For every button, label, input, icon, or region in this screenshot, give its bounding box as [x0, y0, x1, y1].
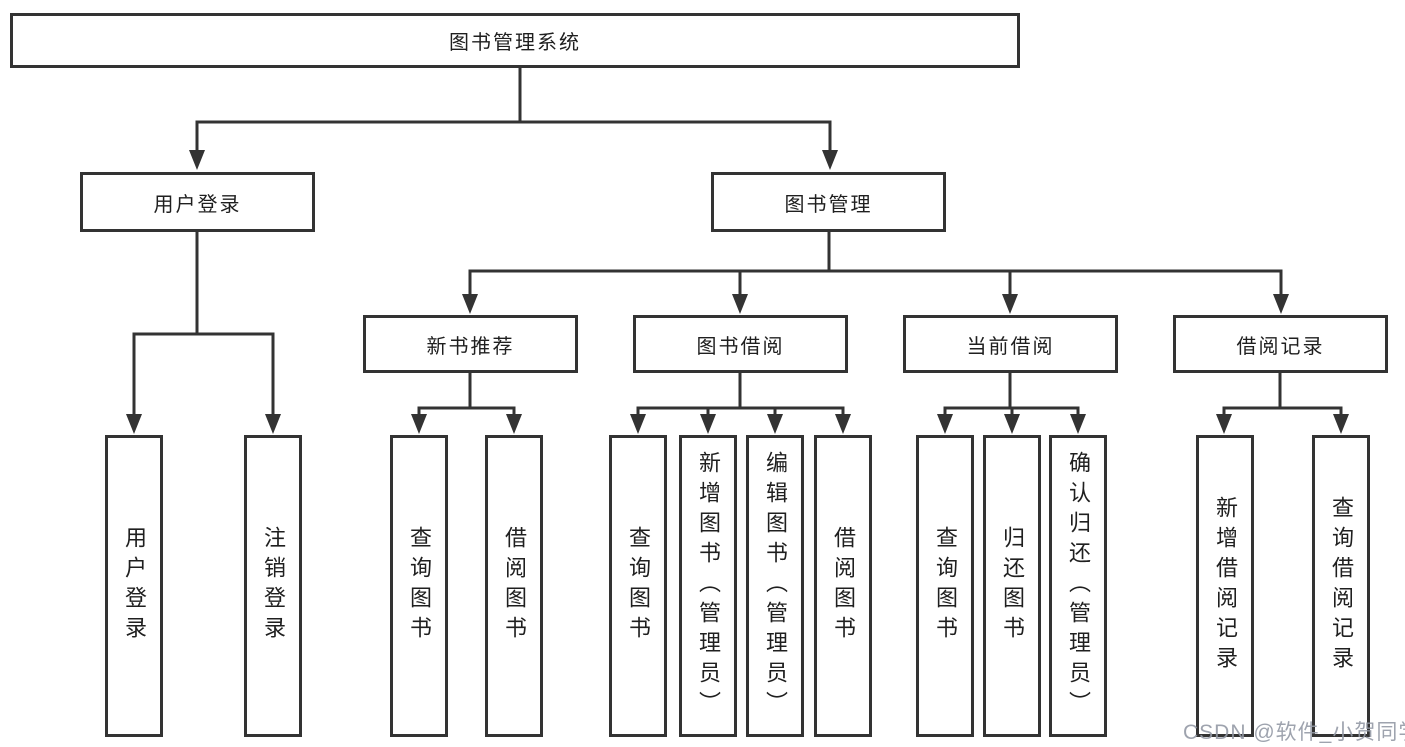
node-label: 借阅图书 [831, 526, 856, 646]
node-label: 查询图书 [407, 526, 432, 646]
node-label: 注销登录 [261, 526, 286, 646]
node-logout: 注销登录 [244, 435, 302, 737]
node-query-books-current: 查询图书 [916, 435, 974, 737]
node-label: 新增借阅记录 [1213, 496, 1238, 676]
node-label: 归还图书 [1000, 526, 1025, 646]
node-label: 查询图书 [626, 526, 651, 646]
node-edit-book-admin: 编辑图书（管理员） [746, 435, 804, 737]
tree-edges [132, 66, 1343, 418]
node-confirm-return-admin: 确认归还（管理员） [1049, 435, 1107, 737]
node-user-login: 用户登录 [80, 172, 315, 232]
node-label: 查询借阅记录 [1329, 496, 1354, 676]
node-borrow-books-borrowing: 借阅图书 [814, 435, 872, 737]
node-label: 确认归还（管理员） [1066, 451, 1091, 721]
node-book-borrowing: 图书借阅 [633, 315, 848, 373]
node-query-books-borrowing: 查询图书 [609, 435, 667, 737]
node-label: 用户登录 [122, 526, 147, 646]
node-label: 查询图书 [933, 526, 958, 646]
node-book-management: 图书管理 [711, 172, 946, 232]
node-user-login-leaf: 用户登录 [105, 435, 163, 737]
node-borrowing-records: 借阅记录 [1173, 315, 1388, 373]
csdn-watermark: CSDN @软件_小贺同学 [1183, 721, 1405, 744]
node-return-book: 归还图书 [983, 435, 1041, 737]
node-query-borrow-record: 查询借阅记录 [1312, 435, 1370, 737]
node-new-book-recommendation: 新书推荐 [363, 315, 578, 373]
node-label: 借阅图书 [502, 526, 527, 646]
node-label: 编辑图书（管理员） [763, 451, 788, 721]
node-library-management-system: 图书管理系统 [10, 13, 1020, 68]
arrowhead-icons [126, 150, 1349, 434]
node-add-book-admin: 新增图书（管理员） [679, 435, 737, 737]
node-label: 新增图书（管理员） [696, 451, 721, 721]
node-current-borrowing: 当前借阅 [903, 315, 1118, 373]
node-add-borrow-record: 新增借阅记录 [1196, 435, 1254, 737]
node-borrow-books-recommend: 借阅图书 [485, 435, 543, 737]
node-query-books-recommend: 查询图书 [390, 435, 448, 737]
